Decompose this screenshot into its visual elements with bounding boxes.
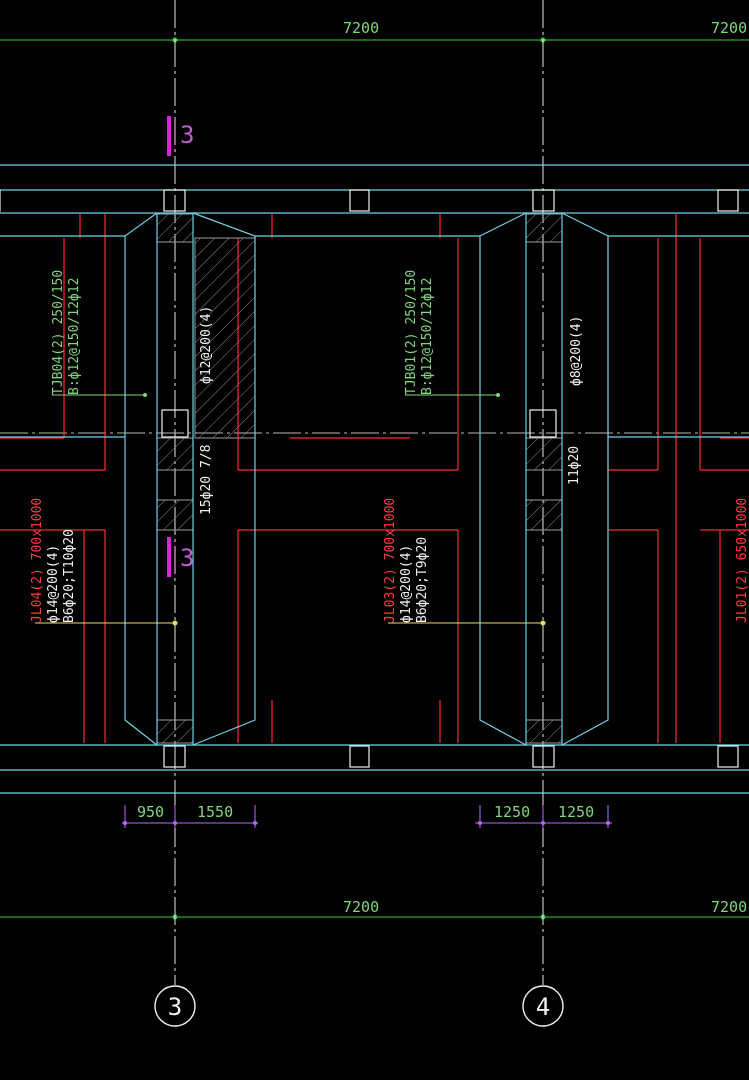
column-width-dim-lines (122, 805, 612, 828)
axis-ticks (172, 37, 546, 920)
left-stirrup-label: ф12@200(4) (199, 306, 214, 384)
jl03-line3: B6ф20;T9ф20 (415, 537, 430, 623)
axis-bubble-3-label: 3 (168, 993, 182, 1021)
left-rebar-upper-label: 15ф20 7/8 (199, 445, 214, 515)
tjb04-annotation: TJB04(2) 250/150 B:ф12@150/12ф12 (51, 270, 82, 395)
tjb04-line1: TJB04(2) 250/150 (51, 270, 66, 395)
jl04-line2: ф14@200(4) (46, 545, 61, 623)
grid-axes-vertical (174, 0, 544, 985)
hatched-regions (156, 213, 563, 744)
leader-lines (35, 394, 543, 624)
top-span-label-right: 7200 (711, 19, 747, 37)
beam-outlines (0, 164, 749, 794)
foundation-outlines (0, 214, 749, 743)
axis-lines (0, 39, 749, 918)
jl03-line2: ф14@200(4) (399, 545, 414, 623)
tjb01-annotation: TJB01(2) 250/150 B:ф12@150/12ф12 (404, 270, 435, 395)
left-col-dim-b: 1550 (197, 803, 233, 821)
right-rebar-label: 11ф20 (567, 446, 582, 485)
bottom-span-label-right: 7200 (711, 898, 747, 916)
right-col-dim-a: 1250 (494, 803, 530, 821)
section-cut-marks (167, 116, 171, 577)
jl01-partial-label: JL01(2) 650x1000 (735, 498, 749, 623)
right-stirrup-label: ф8@200(4) (569, 316, 584, 386)
tjb04-line2: B:ф12@150/12ф12 (67, 278, 82, 395)
jl04-line3: B6ф20;T10ф20 (62, 529, 77, 623)
column-width-dim-ticks (123, 821, 610, 825)
axis-bubble-3: 3 (154, 985, 196, 1027)
top-span-label-left: 7200 (343, 19, 379, 37)
jl03-line1: JL03(2) 700x1000 (383, 498, 398, 623)
column-markers (0, 189, 739, 768)
section-mark-top-label: 3 (180, 121, 194, 149)
leader-dots (143, 393, 546, 626)
axis-bubble-4-label: 4 (536, 993, 550, 1021)
tjb01-line2: B:ф12@150/12ф12 (420, 278, 435, 395)
left-col-dim-a: 950 (137, 803, 164, 821)
bottom-span-label-left: 7200 (343, 898, 379, 916)
jl04-annotation: JL04(2) 700x1000 ф14@200(4) B6ф20;T10ф20 (30, 498, 77, 623)
jl03-annotation: JL03(2) 700x1000 ф14@200(4) B6ф20;T9ф20 (383, 498, 430, 623)
axis-bubble-4: 4 (522, 985, 564, 1027)
tjb01-line1: TJB01(2) 250/150 (404, 270, 419, 395)
right-col-dim-b: 1250 (558, 803, 594, 821)
section-mark-bottom-label: 3 (180, 544, 194, 572)
jl04-line1: JL04(2) 700x1000 (30, 498, 45, 623)
